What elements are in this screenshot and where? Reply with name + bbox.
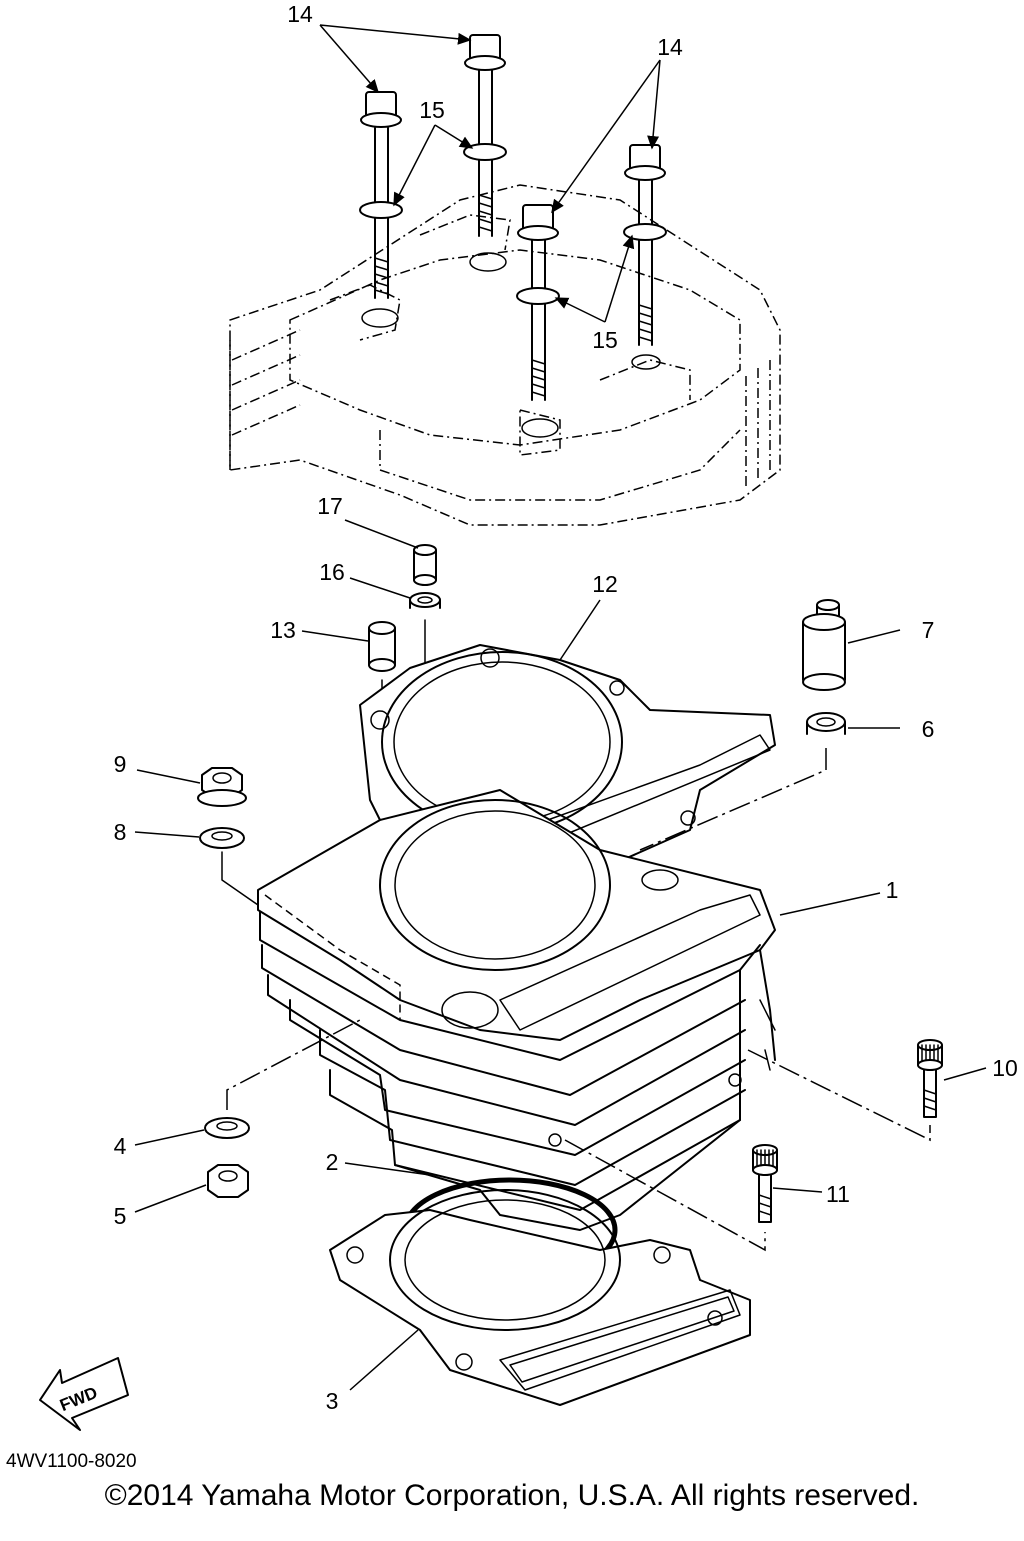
bolt-11 [752, 1144, 778, 1223]
nut-9 [197, 767, 247, 807]
head-bolt-washer-2 [463, 143, 507, 161]
bolt-10 [917, 1039, 943, 1118]
dowel-pin-13 [368, 621, 396, 672]
callout-2: 2 [326, 1149, 339, 1175]
callout-15: 15 [419, 97, 445, 123]
head-bolt-4 [624, 144, 666, 346]
callout-7: 7 [922, 617, 935, 643]
head-bolt-1 [360, 91, 402, 299]
callout-15: 15 [592, 327, 618, 353]
head-bolt-washer-4 [623, 223, 667, 241]
callout-14: 14 [657, 34, 683, 60]
washer-4 [204, 1117, 250, 1139]
callout-14: 14 [287, 1, 313, 27]
callout-8: 8 [114, 819, 127, 845]
seal-16 [409, 592, 441, 609]
callout-13: 13 [270, 617, 296, 643]
callout-17: 17 [317, 493, 343, 519]
base-gasket-3 [329, 1189, 751, 1406]
diagram-code: 4WV1100-8020 [6, 1451, 137, 1472]
copyright-notice: ©2014 Yamaha Motor Corporation, U.S.A. A… [105, 1479, 920, 1512]
callout-1: 1 [886, 877, 899, 903]
cylinder-head-phantom [229, 184, 781, 526]
seal-6 [806, 712, 846, 735]
head-bolt-washer-1 [359, 201, 403, 219]
callout-16: 16 [319, 559, 345, 585]
callout-5: 5 [114, 1203, 127, 1229]
head-bolt-2 [464, 34, 506, 237]
callout-6: 6 [922, 716, 935, 742]
callout-10: 10 [992, 1055, 1018, 1081]
head-bolt-3 [517, 204, 559, 401]
forward-direction-arrow: FWD [39, 1357, 129, 1431]
plug-7 [802, 599, 846, 691]
head-bolt-washer-3 [516, 287, 560, 305]
callout-3: 3 [326, 1388, 339, 1414]
callout-12: 12 [592, 571, 618, 597]
callout-11: 11 [826, 1181, 850, 1207]
callout-9: 9 [114, 751, 127, 777]
callout-4: 4 [114, 1133, 127, 1159]
washer-8 [199, 827, 245, 849]
nut-5 [207, 1164, 249, 1198]
dowel-pin-17 [413, 544, 437, 586]
